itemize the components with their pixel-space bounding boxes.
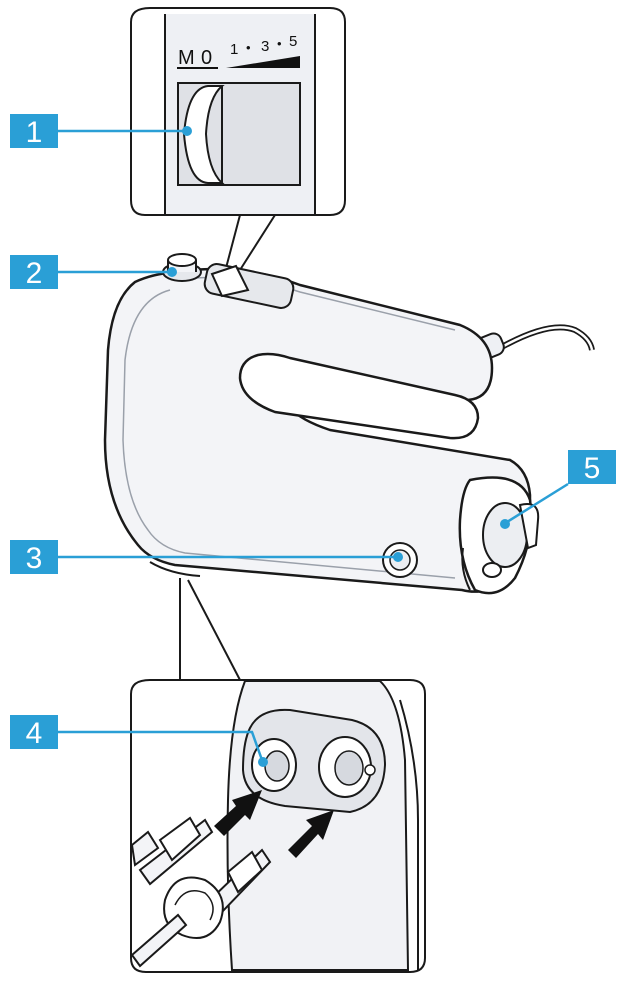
tool-collar-top [158, 816, 202, 862]
socket-left-inner [264, 750, 290, 782]
scale-mark-zero: 0 [201, 47, 212, 69]
scale-mark-one: 1 [230, 41, 238, 58]
insert-arrow-left [214, 790, 262, 836]
leader-lines [58, 126, 569, 767]
tool-sockets-detail-inset [130, 578, 426, 973]
scale-mark-three: 3 [261, 38, 269, 55]
callout-number-3: 3 [26, 542, 43, 575]
insert-arrow-right [288, 810, 334, 858]
callout-4: 4 [10, 715, 58, 750]
callout-number-1: 1 [26, 116, 43, 149]
tool-collar-bottom [226, 850, 264, 894]
leader-dot-2 [167, 267, 177, 277]
beater-tools [130, 816, 272, 968]
callout-box-5 [568, 450, 616, 484]
callout-number-4: 4 [26, 717, 43, 750]
cable-holder-knob [482, 562, 502, 578]
socket-panel-edge [399, 699, 419, 970]
leader-line-4 [58, 730, 264, 761]
leader-dot-5 [500, 519, 510, 529]
callout-1: 1 [10, 114, 58, 149]
cable-holder [461, 502, 540, 591]
callout-5: 5 [568, 450, 616, 485]
callout-box-2 [10, 255, 58, 289]
leader-line-5 [506, 482, 569, 524]
callout-number-5: 5 [584, 452, 601, 485]
tool-shaft-back [130, 830, 160, 867]
callout-2: 2 [10, 255, 58, 290]
callout-box-1 [10, 114, 58, 148]
speed-switch-detail-inset: M 0 1 • 3 • 5 [130, 7, 346, 271]
callout-number-2: 2 [26, 257, 43, 290]
cable-line-inner [499, 326, 594, 351]
callout-box-3 [10, 540, 58, 574]
socket-right-notch [364, 764, 376, 776]
speed-switch-knob [210, 264, 250, 298]
inset-connector-bottom-b [187, 579, 241, 681]
handle-opening [238, 352, 480, 440]
leader-dot-3 [393, 552, 403, 562]
scale-dot-b: • [277, 36, 282, 51]
callout-3: 3 [10, 540, 58, 575]
mixer-body [103, 253, 540, 595]
leader-dot-1 [182, 126, 192, 136]
bottom-rim [149, 561, 201, 577]
inset-connector-top-b [239, 214, 276, 271]
inset-connector-top [225, 214, 241, 269]
speed-wedge [226, 56, 300, 68]
housing-contour [122, 289, 456, 579]
callout-box-4 [10, 715, 58, 749]
mixer-housing [103, 267, 532, 593]
scale-mark-m: M [178, 47, 195, 69]
cable-holder-side [461, 547, 471, 591]
leader-dot-4 [258, 757, 268, 767]
cable-holder-clip-top [518, 503, 540, 550]
tool-rod [130, 913, 188, 968]
scale-dot-a: • [246, 40, 251, 55]
tool-hub-ring [174, 890, 214, 921]
release-button-top [167, 253, 197, 267]
socket-right-inner [334, 750, 364, 786]
scale-mark-five: 5 [289, 33, 297, 50]
